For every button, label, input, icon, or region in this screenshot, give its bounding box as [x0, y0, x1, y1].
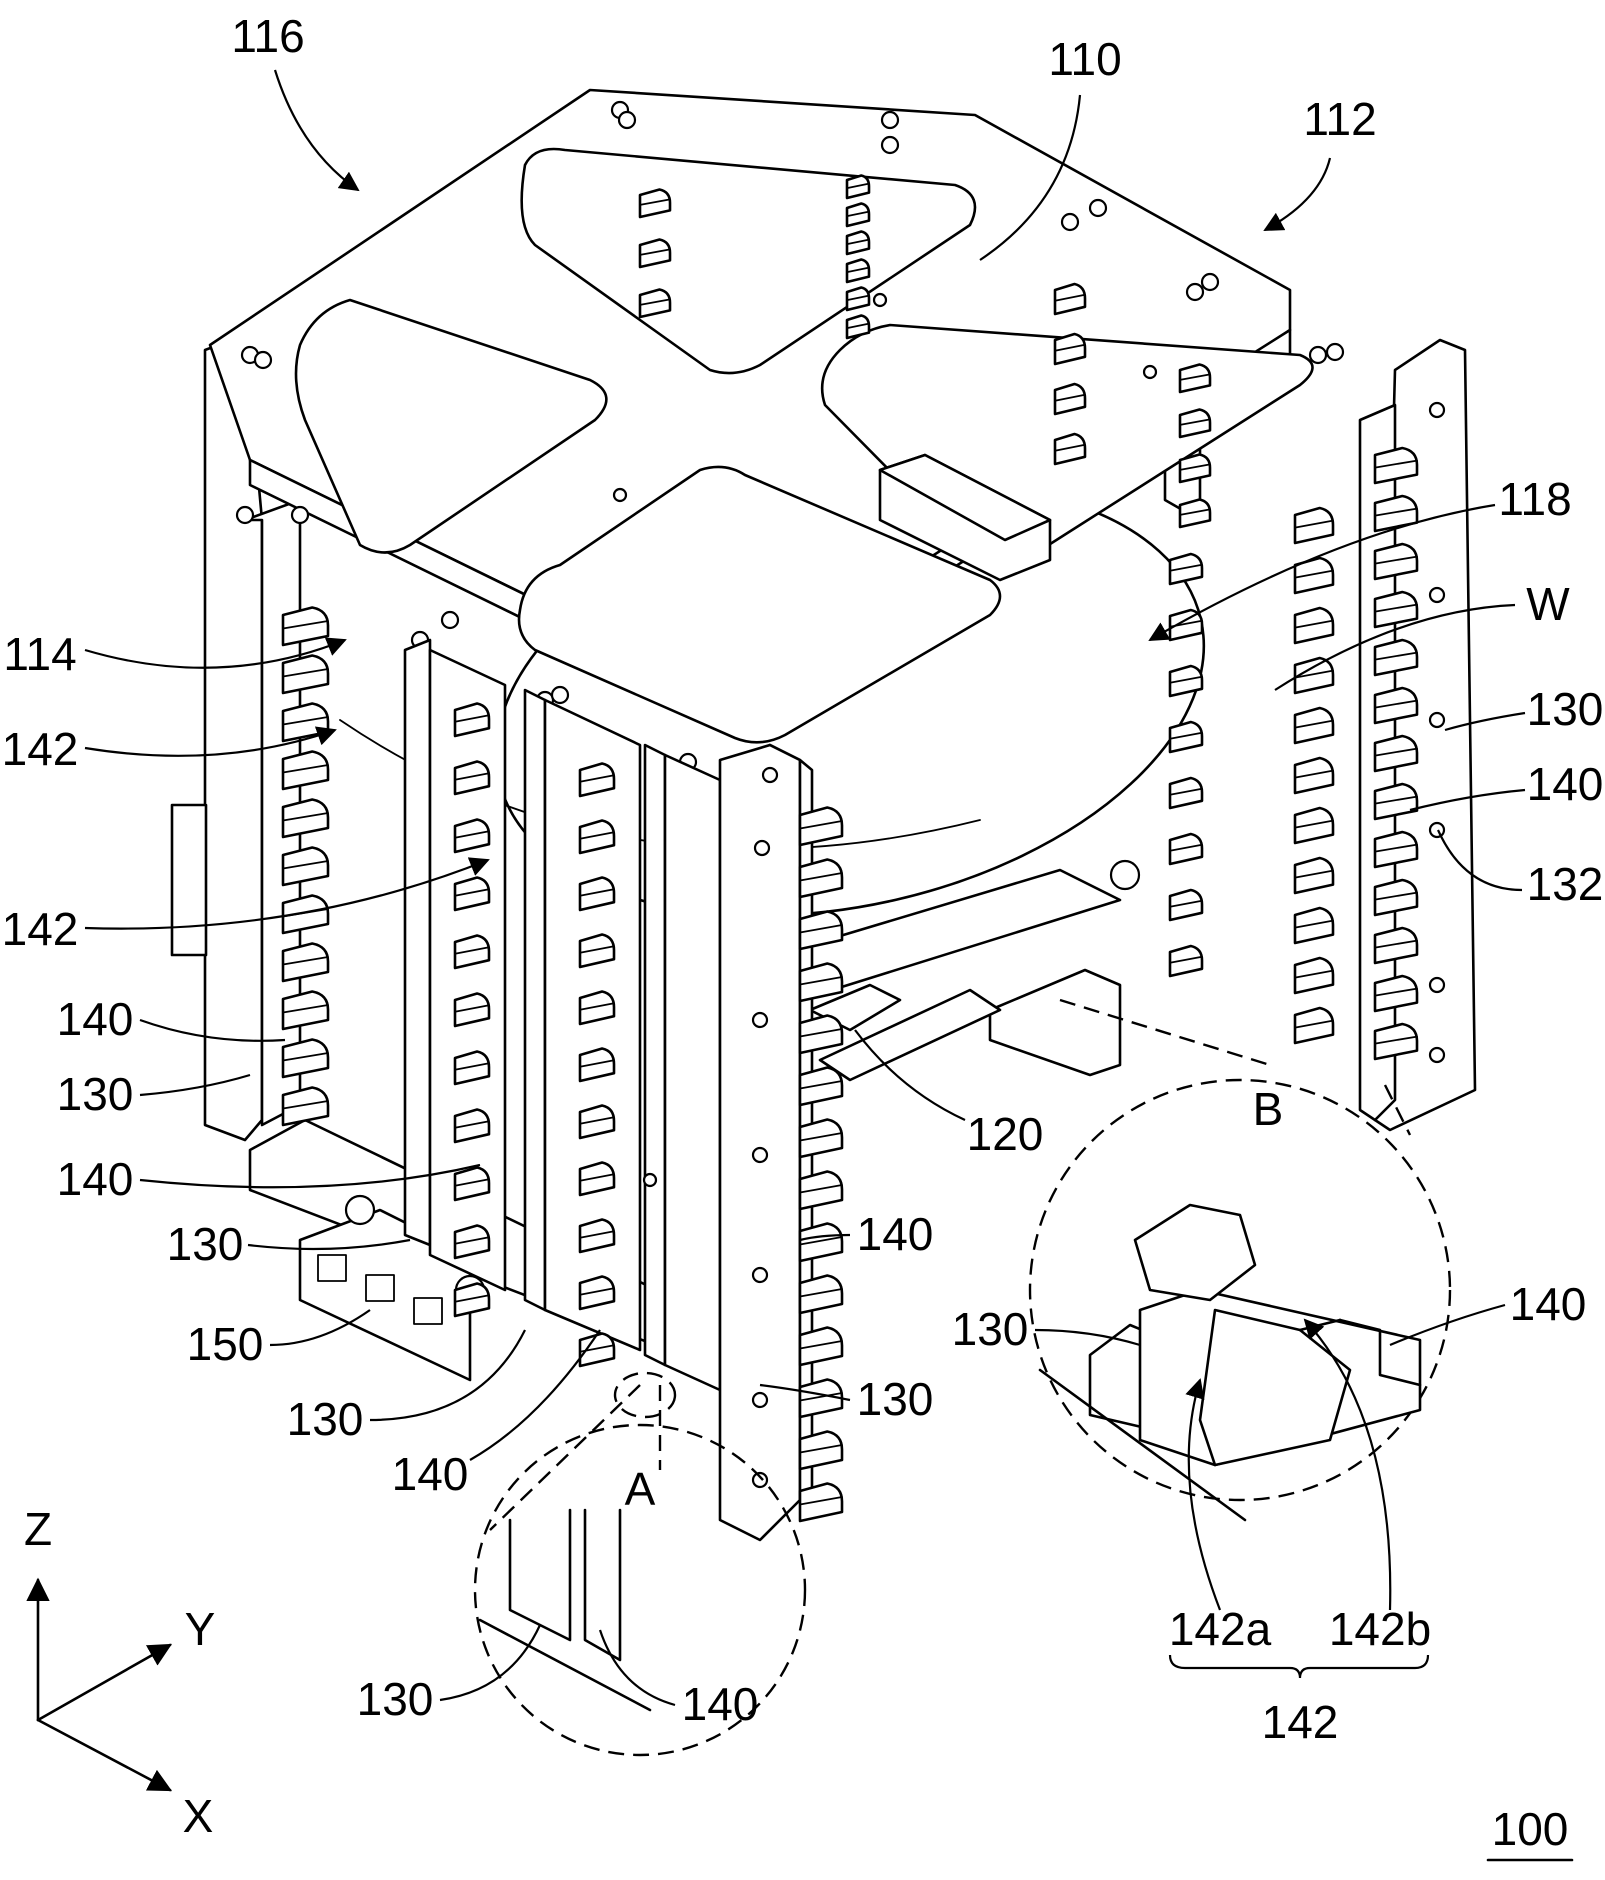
label-140-right: 140	[1527, 758, 1604, 810]
left-comb-tooth	[283, 800, 328, 838]
label-140-bottom: 140	[392, 1448, 469, 1500]
front-comb-tooth	[800, 1276, 842, 1314]
label-142b: 142b	[1329, 1603, 1431, 1655]
label-130-detail-b: 130	[952, 1303, 1029, 1355]
axes-indicator: Z Y X	[24, 1503, 215, 1842]
right-back-comb-tooth	[1170, 554, 1202, 584]
right-inner-comb-tooth	[1295, 508, 1333, 543]
right-inner-comb-tooth	[1295, 958, 1333, 993]
axis-x-label: X	[183, 1790, 214, 1842]
label-142a: 142a	[1169, 1603, 1272, 1655]
right-back-comb-tooth	[1170, 722, 1202, 752]
left-comb-tooth	[283, 752, 328, 790]
label-130-midleft: 130	[167, 1218, 244, 1270]
left-comb-tooth	[283, 608, 328, 646]
right-back-comb-tooth	[1170, 778, 1202, 808]
label-150: 150	[187, 1318, 264, 1370]
label-114: 114	[3, 628, 76, 680]
label-140-midleft: 140	[57, 1153, 134, 1205]
left-comb-tooth	[283, 848, 328, 886]
label-142-lower: 142	[2, 903, 79, 955]
label-116: 116	[231, 10, 304, 62]
front-comb-tooth	[800, 1068, 842, 1106]
front-comb-tooth	[800, 1328, 842, 1366]
label-130-right: 130	[1527, 683, 1604, 735]
label-100: 100	[1492, 1803, 1569, 1855]
front-comb-tooth	[800, 1016, 842, 1054]
axis-z-label: Z	[24, 1503, 52, 1555]
right-inner-comb-tooth	[1295, 1008, 1333, 1043]
label-w: W	[1526, 578, 1570, 630]
back-middle-comb-tooth	[847, 176, 869, 199]
front-comb-tooth	[800, 1432, 842, 1470]
back-middle-comb-tooth	[847, 232, 869, 255]
left-comb-tooth	[283, 944, 328, 982]
front-inner-comb-tooth	[455, 1284, 489, 1317]
right-inner-comb-tooth	[1295, 758, 1333, 793]
axis-y-label: Y	[185, 1603, 216, 1655]
right-inner-comb-tooth	[1295, 708, 1333, 743]
front-comb-tooth	[800, 1224, 842, 1262]
right-inner-comb-tooth	[1295, 858, 1333, 893]
right-inner-comb-tooth	[1295, 908, 1333, 943]
label-b: B	[1253, 1083, 1284, 1135]
label-130-front: 130	[857, 1373, 934, 1425]
left-comb-tooth	[283, 656, 328, 694]
front-comb-tooth	[800, 964, 842, 1002]
back-middle-comb-tooth	[847, 204, 869, 227]
back-far-comb-tooth	[1180, 455, 1210, 483]
left-comb-tooth	[283, 1040, 328, 1078]
front-comb-tooth	[800, 1120, 842, 1158]
label-142-detail: 142	[1262, 1696, 1339, 1748]
back-middle-comb-tooth	[847, 316, 869, 339]
label-142-upper: 142	[2, 723, 79, 775]
back-middle-comb-tooth	[847, 260, 869, 283]
front-comb-tooth	[800, 1484, 842, 1522]
label-140-left: 140	[57, 993, 134, 1045]
label-132: 132	[1527, 858, 1604, 910]
front-comb-tooth	[800, 1172, 842, 1210]
right-inner-comb-tooth	[1295, 808, 1333, 843]
label-130-detail-a: 130	[357, 1673, 434, 1725]
label-112: 112	[1303, 93, 1376, 145]
label-110: 110	[1048, 33, 1121, 85]
label-140-detail-b: 140	[1510, 1278, 1587, 1330]
label-118: 118	[1498, 473, 1571, 525]
label-130-bottom: 130	[287, 1393, 364, 1445]
label-140-detail-a: 140	[682, 1678, 759, 1730]
right-back-comb-tooth	[1170, 946, 1202, 976]
left-comb-tooth	[283, 992, 328, 1030]
right-inner-comb-tooth	[1295, 608, 1333, 643]
back-middle-comb-tooth	[847, 288, 869, 311]
left-comb-tooth	[283, 1088, 328, 1126]
label-120: 120	[967, 1108, 1044, 1160]
right-back-comb-tooth	[1170, 890, 1202, 920]
right-back-comb-tooth	[1170, 666, 1202, 696]
left-support-combs	[283, 608, 328, 1126]
back-far-comb-tooth	[1180, 500, 1210, 528]
label-140-front: 140	[857, 1208, 934, 1260]
label-a: A	[625, 1463, 656, 1515]
right-back-comb-tooth	[1170, 834, 1202, 864]
front-corner-plate	[720, 745, 812, 1540]
label-130-left: 130	[57, 1068, 134, 1120]
